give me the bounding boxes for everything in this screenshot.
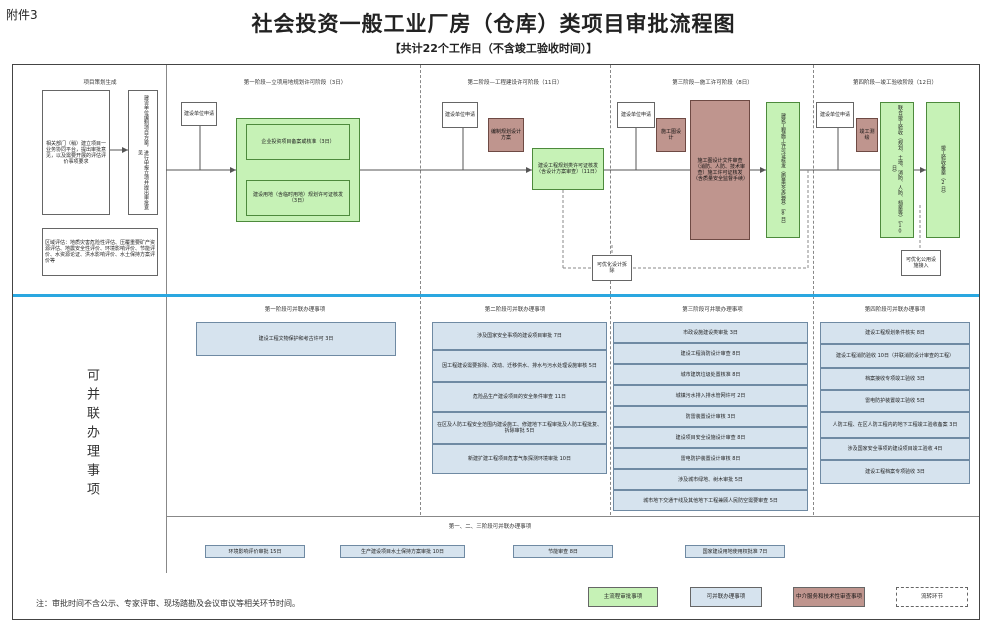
list-item: 城镇污水排入排水管网许可 2日 — [613, 385, 808, 406]
diagram-frame — [12, 64, 980, 620]
list-item: 城市建筑垃圾处置核准 8日 — [613, 364, 808, 385]
list-item: 生产建设项目水土保持方案审批 10日 — [340, 545, 465, 558]
column-divider-1 — [166, 65, 167, 573]
legend-main-flow: 主流程审批事项 — [588, 587, 658, 607]
parallel-s2-list: 涉及国家安全事项的建设项目审批 7日 因工程建设需要拆除、改动、迁移供水、排水与… — [432, 322, 607, 474]
column-divider-4 — [813, 65, 814, 515]
list-item: 建设工程规划条件核实 8日 — [820, 322, 970, 344]
parallel-all-title: 第一、二、三阶段可并联办理事项 — [448, 524, 532, 530]
list-item: 因工程建设需要拆除、改动、迁移供水、排水与污水处理设施审核 5日 — [432, 350, 607, 382]
list-item: 涉及国家安全事项的建设项目竣工验收 4日 — [820, 438, 970, 460]
parallel-side-label: 可并联办理事项 — [84, 368, 99, 501]
list-item: 建设工程档案专项验收 3日 — [820, 460, 970, 484]
parallel-all-panel — [167, 516, 979, 573]
stage2-brown-box: 编制规划设计方案 — [488, 118, 524, 152]
parallel-s3-title: 第三阶段可并联办理事项 — [682, 307, 743, 313]
list-item: 新建扩建工程项目危害气象探测环境审批 10日 — [432, 444, 607, 474]
footer-note: 注：审批时间不含公示、专家评审、现场踏勘及会议审议等相关环节时间。 — [36, 599, 300, 608]
list-item: 节能审查 8日 — [513, 545, 613, 558]
stage4-green-b: 竣工验收备案（2日） — [926, 102, 960, 238]
stage3-applicant: 建设单位申请 — [617, 102, 655, 128]
list-item: 危险品生产建设项目的安全条件审查 11日 — [432, 382, 607, 412]
page-subtitle: 【共计22个工作日（不含竣工验收时间）】 — [389, 42, 598, 55]
parallel-s2-title: 第二阶段可并联办理事项 — [484, 307, 546, 313]
attachment-label: 附件3 — [6, 8, 38, 22]
legend-agency-review: 中介服务和技术性审查事项 — [793, 587, 865, 607]
list-item: 涉及城市绿地、树木审批 5日 — [613, 469, 808, 490]
list-item: 市政设施建设类审批 3日 — [613, 322, 808, 343]
list-item: 防雷装置设计审核 3日 — [613, 406, 808, 427]
list-item: 在区及人防工程安全范围内建设施工、修建地下工程审批及人防工程批复、拆除审批 5日 — [432, 412, 607, 444]
stage2-green-box: 建设工程规划类许可证核发（含设计方案审查）（11日） — [532, 148, 604, 190]
prep-note-box: 区域评估：地质灾害危险性评估、压覆重要矿产资源评估、地震安全性评价、环境影响评价… — [42, 228, 158, 276]
stage-prep-heading: 项目策划生成 — [83, 80, 117, 86]
list-item: 建设工程消防验收 10日（并联消防设计审查的工程） — [820, 344, 970, 368]
parallel-s4-title: 第四阶段可并联办理事项 — [864, 307, 926, 313]
list-item: 建设工程消防设计审查 8日 — [613, 343, 808, 364]
stage-3-heading: 第三阶段—施工许可阶段（8日） — [672, 80, 753, 86]
stage-2-heading: 第二阶段—工程建设许可阶段（11日） — [467, 80, 563, 86]
stage2-bottom-box: 可优化设计拆除 — [592, 255, 632, 281]
list-item: 国家建设用地使用权批准 7日 — [685, 545, 785, 558]
list-item: 雷电防护装置设计审核 8日 — [613, 448, 808, 469]
stage3-brown-big: 施工图设计文件审查（消防、人防、技术审查）施工许可证核发（含质量安全监督手续） — [690, 100, 750, 240]
parallel-s1-list: 建设工程文物保护和考古许可 3日 — [196, 322, 396, 356]
stage4-applicant: 建设单位申请 — [816, 102, 854, 128]
stage-4-heading: 第四阶段—竣工验收阶段（12日） — [853, 80, 937, 86]
list-item: 档案接收专项竣工验收 3日 — [820, 368, 970, 390]
stage2-applicant: 建设单位申请 — [442, 102, 478, 128]
legend-parallel: 可并联办理事项 — [690, 587, 762, 607]
list-item: 雷电防护装置竣工验收 5日 — [820, 390, 970, 412]
page-title: 社会投资一般工业厂房（仓库）类项目审批流程图 — [251, 12, 736, 36]
list-item: 环境影响评价审批 15日 — [205, 545, 305, 558]
list-item: 建设项目安全设施设计审查 8日 — [613, 427, 808, 448]
parallel-s1-title: 第一阶段可并联办理事项 — [264, 307, 326, 313]
column-divider-2 — [420, 65, 421, 515]
stage3-brown-small: 施工图设计 — [656, 118, 686, 152]
column-divider-3 — [610, 65, 611, 515]
stage4-green-a: 联合竣工验收（规划、土地、消防、人防、档案等）（10日） — [880, 102, 914, 238]
list-item: 城市地下交通干线及其他地下工程兼顾人民防空需要审查 5日 — [613, 490, 808, 511]
section-divider — [13, 294, 979, 297]
stage1-box-a: 企业投资项目备案或核准（3日） — [246, 124, 350, 160]
parallel-s3-list: 市政设施建设类审批 3日 建设工程消防设计审查 8日 城市建筑垃圾处置核准 8日… — [613, 322, 808, 511]
stage1-applicant: 建设单位申请 — [181, 102, 217, 126]
prep-vertical-box: 建设单位编制项目方案，进行申报立项并提出审批意见 — [128, 90, 158, 215]
parallel-s4-list: 建设工程规划条件核实 8日 建设工程消防验收 10日（并联消防设计审查的工程） … — [820, 322, 970, 484]
legend-transfer: 流转环节 — [896, 587, 968, 607]
stage1-box-b: 建设用地（含临时用地）规划许可证核发（3日） — [246, 180, 350, 216]
stage4-bottom-box: 可优化公用设施接入 — [901, 250, 941, 276]
stage3-green-box: 建筑工程施工许可证核发（质量安全监督）（8日） — [766, 102, 800, 238]
list-item: 人防工程、在区人防工程内的地下工程竣工验收备案 3日 — [820, 412, 970, 438]
prep-main-box: 相关部门（稍）建立项目一业务协同平台，提出审批意见，以及需要开展的评估评价事项要… — [42, 90, 110, 215]
stage4-brown-box: 竣工测绘 — [856, 118, 878, 152]
stage-1-heading: 第一阶段—立项用地规划许可阶段（3日） — [243, 80, 347, 86]
list-item: 建设工程文物保护和考古许可 3日 — [196, 322, 396, 356]
list-item: 涉及国家安全事项的建设项目审批 7日 — [432, 322, 607, 350]
